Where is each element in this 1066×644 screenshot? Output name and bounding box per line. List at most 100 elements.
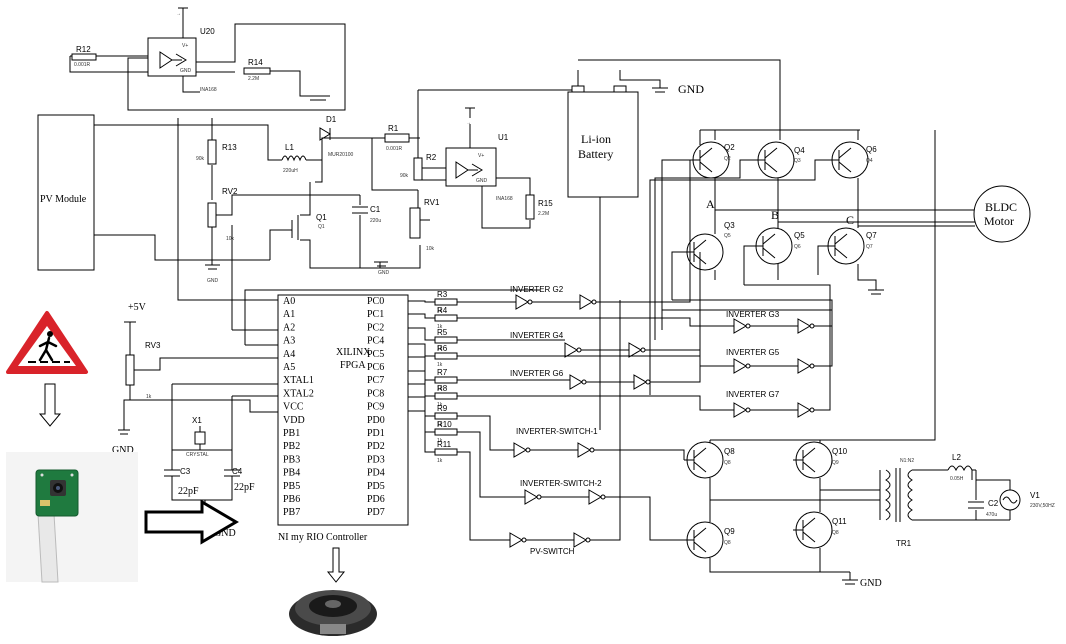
svg-text:→: → xyxy=(466,120,471,126)
c2-capacitor xyxy=(968,480,984,520)
transistor-q3: Q3 Q5 xyxy=(684,221,735,271)
fpga-pin-pd0: PD0 xyxy=(367,415,385,426)
inverter-7-gate-b xyxy=(577,442,591,458)
inverter-9-gate-a xyxy=(509,532,523,548)
fpga-pin-vcc: VCC xyxy=(283,402,304,413)
fpga-title-1: XILINX xyxy=(336,347,371,358)
svg-text:Q7: Q7 xyxy=(866,244,873,250)
resistor-r10-label: R10 xyxy=(437,420,452,429)
fpga-chip: XILINX FPGA A0A1A2A3A4A5XTAL1XTAL2VCCVDD… xyxy=(277,294,409,543)
svg-text:Q5: Q5 xyxy=(724,233,731,239)
x1-crystal xyxy=(172,426,232,451)
resistor-r6-label: R6 xyxy=(437,344,448,353)
resistor-r4-label: R4 xyxy=(437,306,448,315)
gnd-pv: GND xyxy=(207,278,219,284)
fpga-pin-pc7: PC7 xyxy=(367,375,384,386)
inverter-label-7: INVERTER-SWITCH-1 xyxy=(516,427,598,436)
transistor-q9: Q9 Q8 xyxy=(684,521,735,559)
fpga-pin-pd5: PD5 xyxy=(367,481,385,492)
inverter-9-gate-b xyxy=(573,532,587,548)
resistor-r11-label: R11 xyxy=(437,440,452,449)
inverter-label-6: INVERTER G7 xyxy=(726,390,780,399)
inverter-6-gate-a xyxy=(733,402,747,418)
transistor-q4: Q4 Q3 xyxy=(755,141,805,179)
fpga-pin-pd4: PD4 xyxy=(367,468,385,479)
fpga-left-wiring: +5V RV3 1k GND X1 CRYSTAL C3 C4 22pF 22p… xyxy=(112,225,540,539)
rv2-pot xyxy=(207,202,217,228)
u20-section: → U20 V+ GND R12 0.001R R14 2.2M INA168 xyxy=(69,7,346,111)
battery-section: GND Li-ion Battery xyxy=(567,59,860,430)
svg-text:Q3: Q3 xyxy=(794,158,801,164)
inverter-label-1: INVERTER G2 xyxy=(510,285,564,294)
svg-text:Q7: Q7 xyxy=(866,231,877,240)
inverter-3-gate-a xyxy=(564,342,578,358)
l2-inductor xyxy=(947,465,973,472)
pedestrian-warning-sign xyxy=(6,311,88,374)
r1-resistor xyxy=(384,133,410,143)
d1-diode xyxy=(319,127,331,141)
d1-label: D1 xyxy=(326,115,337,124)
transistor-q7: Q7 Q7 xyxy=(825,227,877,265)
phase-a-label: A xyxy=(706,197,715,211)
c2-value: 470u xyxy=(986,512,997,518)
pv-module-box xyxy=(37,114,95,271)
tr1-ratio: N1:N2 xyxy=(900,458,914,464)
inverter-label-4: INVERTER G5 xyxy=(726,348,780,357)
u1-ina: INA168 xyxy=(496,196,513,202)
camera-module-image xyxy=(6,452,138,583)
u20-ina: INA168 xyxy=(200,87,217,93)
fpga-pin-pc4: PC4 xyxy=(367,336,384,347)
resistor-r8-label: R8 xyxy=(437,384,448,393)
motor-circle xyxy=(973,185,1031,243)
c3-label: C3 xyxy=(180,467,191,476)
gnd-battery: GND xyxy=(678,82,704,96)
r13-label: R13 xyxy=(222,143,237,152)
resistor-r3 xyxy=(434,298,458,306)
c1-value: 220u xyxy=(370,218,381,224)
transistor-q8: Q8 Q8 xyxy=(684,441,735,479)
resistor-r9-label: R9 xyxy=(437,404,448,413)
tr1-label: TR1 xyxy=(896,539,912,548)
svg-text:Q3: Q3 xyxy=(724,221,735,230)
u20-gnd: GND xyxy=(180,68,192,74)
u20-ic xyxy=(147,37,197,77)
resistor-r7-label: R7 xyxy=(437,368,448,377)
resistor-r7-value: 1k xyxy=(437,386,443,392)
r12-label: R12 xyxy=(76,45,91,54)
fpga-pin-pb7: PB7 xyxy=(283,507,300,518)
q1-label: Q1 xyxy=(316,213,327,222)
fpga-pin-pc8: PC8 xyxy=(367,388,384,399)
svg-text:Q9: Q9 xyxy=(832,460,839,466)
d1-value: MUR20100 xyxy=(328,152,354,158)
svg-text:Q2: Q2 xyxy=(724,143,735,152)
inverter-1-gate-a xyxy=(515,294,529,310)
rv2-label: RV2 xyxy=(222,187,238,196)
inverter-4-gate-a xyxy=(733,358,747,374)
l1-inductor xyxy=(281,155,307,162)
inverter-6-gate-b xyxy=(797,402,811,418)
svg-text:Q4: Q4 xyxy=(794,146,805,155)
transistor-q10: Q10 Q9 xyxy=(793,441,848,479)
fpga-pin-pd6: PD6 xyxy=(367,494,385,505)
r1-value: 0.001R xyxy=(386,146,403,152)
c4-label: C4 xyxy=(232,467,243,476)
svg-text:Q5: Q5 xyxy=(794,231,805,240)
fpga-pin-a2: A2 xyxy=(283,322,295,333)
resistor-r7 xyxy=(434,376,458,384)
down-arrow-icon xyxy=(38,383,62,427)
inverter-1-gate-b xyxy=(579,294,593,310)
resistor-r5 xyxy=(434,336,458,344)
fpga-pin-pb2: PB2 xyxy=(283,441,300,452)
fpga-pin-pc9: PC9 xyxy=(367,402,384,413)
c2-label: C2 xyxy=(988,499,999,508)
r12-resistor xyxy=(71,53,97,61)
fpga-pin-pd1: PD1 xyxy=(367,428,385,439)
resistor-r3-value: 1k xyxy=(437,308,443,314)
r14-resistor xyxy=(243,67,271,75)
c4-value: 22pF xyxy=(234,482,255,493)
inverter-label-5: INVERTER G6 xyxy=(510,369,564,378)
tr1-secondary xyxy=(907,469,913,521)
x1-value: CRYSTAL xyxy=(186,452,209,458)
inverter-2-gate-a xyxy=(733,318,747,334)
